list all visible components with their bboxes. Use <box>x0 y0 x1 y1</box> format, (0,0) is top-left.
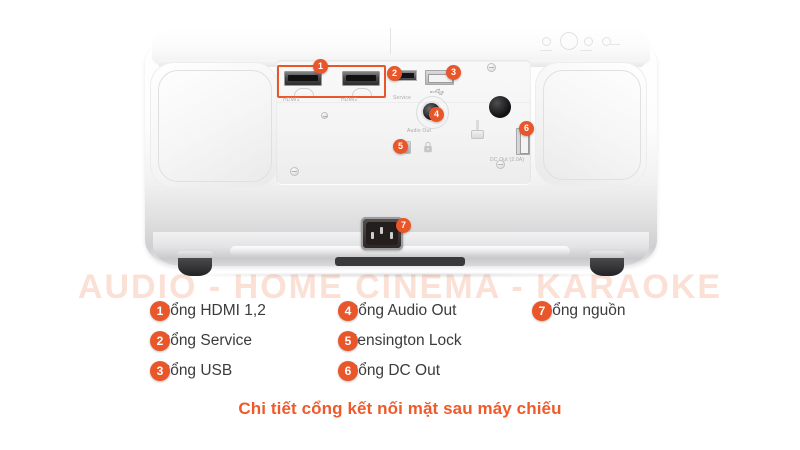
legend: 1 Cổng HDMI 1,2 2 Cổng Service 3 Cổng US… <box>150 296 710 388</box>
power-pin-center <box>380 227 383 234</box>
projector-right-housing-inner <box>543 70 641 180</box>
photo-badge-7: 7 <box>396 218 411 233</box>
photo-badge-4: 4 <box>429 107 444 122</box>
legend-badge-3: 3 <box>150 361 170 381</box>
projector-control-panel <box>540 30 628 52</box>
legend-item-5: 5 Kensington Lock <box>338 326 462 356</box>
legend-item-2: 2 Cổng Service <box>150 326 266 356</box>
panel-screw <box>321 112 328 119</box>
projector-foot-cap <box>177 251 213 260</box>
photo-badge-5: 5 <box>393 139 408 154</box>
projector-drop-shadow <box>150 272 650 278</box>
panel-screw <box>496 160 505 169</box>
legend-item-4: 4 Cổng Audio Out <box>338 296 462 326</box>
service-label: Service <box>393 95 412 101</box>
hdmi1-label: HDMI1 <box>283 97 300 103</box>
power-pin-left <box>371 232 374 239</box>
legend-label-6: Cổng DC Out <box>347 362 441 379</box>
legend-badge-5: 5 <box>338 331 358 351</box>
projector-skirt-highlight <box>230 246 570 256</box>
hdmi-highlight-box <box>277 65 386 98</box>
port-panel-divider <box>276 102 531 103</box>
projector-sensor-hole <box>489 96 511 118</box>
audio-out-label: Audio Out <box>407 128 432 134</box>
legend-label-3: Cổng USB <box>159 362 233 379</box>
projector-foot-left <box>178 258 212 276</box>
legend-item-3: 3 Cổng USB <box>150 356 266 386</box>
power-pin-right <box>390 232 393 239</box>
photo-badge-6: 6 <box>519 121 534 136</box>
photo-badge-1: 1 <box>313 59 328 74</box>
photo-badge-3: 3 <box>446 65 461 80</box>
legend-badge-4: 4 <box>338 301 358 321</box>
caption: Chi tiết cổng kết nối mặt sau máy chiếu <box>238 399 562 418</box>
padlock-icon <box>424 141 432 153</box>
legend-label-7: Cổng nguồn <box>541 302 626 319</box>
legend-item-6: 6 Cổng DC Out <box>338 356 462 386</box>
projector-foot-cap <box>589 251 625 260</box>
projector-vent <box>335 257 465 266</box>
cable-clip <box>471 130 484 139</box>
hdmi1-port <box>284 71 322 86</box>
projector-top-seam <box>390 28 391 54</box>
panel-screw <box>487 63 496 72</box>
legend-badge-2: 2 <box>150 331 170 351</box>
legend-column-2: 4 Cổng Audio Out 5 Kensington Lock 6 Cổn… <box>338 296 462 386</box>
legend-column-3: 7 Cổng nguồn <box>532 296 625 326</box>
legend-item-1: 1 Cổng HDMI 1,2 <box>150 296 266 326</box>
audio-out-ring-marking <box>416 96 449 129</box>
projector-left-housing-inner <box>158 70 272 182</box>
usb-icon <box>430 88 445 96</box>
projector-foot-right <box>590 258 624 276</box>
legend-item-7: 7 Cổng nguồn <box>532 296 625 326</box>
cable-clip-stem <box>476 120 479 131</box>
legend-label-5: Kensington Lock <box>347 332 462 349</box>
service-port <box>396 70 417 81</box>
photo-badge-2: 2 <box>387 66 402 81</box>
legend-label-2: Cổng Service <box>159 332 253 349</box>
legend-column-1: 1 Cổng HDMI 1,2 2 Cổng Service 3 Cổng US… <box>150 296 266 386</box>
legend-badge-6: 6 <box>338 361 358 381</box>
hdmi2-label: HDMI2 <box>341 97 358 103</box>
panel-screw <box>290 167 299 176</box>
legend-label-4: Cổng Audio Out <box>347 302 457 319</box>
legend-badge-1: 1 <box>150 301 170 321</box>
legend-label-1: Cổng HDMI 1,2 <box>159 302 266 319</box>
hdmi2-port <box>342 71 380 86</box>
legend-badge-7: 7 <box>532 301 552 321</box>
dc-out-label: DC Out (2.0A) <box>490 157 525 163</box>
